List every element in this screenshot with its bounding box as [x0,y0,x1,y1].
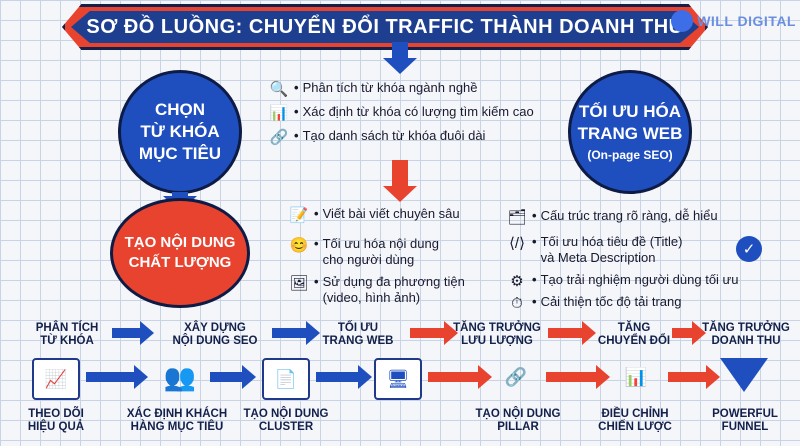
audience-icon: 👥 [163,361,197,392]
flow-arrow [86,365,148,389]
code-icon: ⟨/⟩ [509,235,525,252]
list-item-text: Cấu trúc trang rõ ràng, dễ hiểu [540,208,718,223]
list-item-text: Tạo trải nghiệm người dùng tối ưu [540,272,739,287]
list-item-text: Viết bài viết chuyên sâu [322,206,460,221]
sitemap-icon: 🗂 [507,209,527,226]
cluster-doc-icon: 📄 [262,358,310,400]
brand-logo: WILL DIGITAL [671,10,796,32]
content-list: 📝• Viết bài viết chuyên sâu 😊• Tối ưu hó… [288,204,498,314]
smiley-icon: 😊 [289,237,309,254]
list-item: 😊• Tối ưu hóa nội dung cho người dùng [289,236,439,267]
flow-arrow [410,321,458,345]
flow-arrow [316,365,372,389]
flow-arrow [672,321,706,345]
flow-arrow [112,321,154,345]
list-item-text: Tối ưu hóa nội dung [322,236,439,251]
circle-keyword-line3: MỤC TIÊU [138,144,222,163]
growth-chart-icon: 📈 [32,358,80,400]
title-banner: SƠ ĐỒ LUỒNG: CHUYỂN ĐỔI TRAFFIC THÀNH DO… [62,4,708,50]
page-title: SƠ ĐỒ LUỒNG: CHUYỂN ĐỔI TRAFFIC THÀNH DO… [86,15,684,38]
media-icon: 🖼 [289,275,309,292]
circle-keyword-target: CHỌN TỪ KHÓA MỤC TIÊU [118,70,242,194]
circle-content-line2: CHẤT LƯỢNG [128,254,232,271]
strategy-chart-icon: 📊 [624,366,648,387]
logo-text: WILL DIGITAL [697,13,796,29]
arrow-down-center [383,160,417,202]
circle-onpage-line3: (On-page SEO) [587,148,673,162]
web-page-icon: 🖥 [374,358,422,400]
arrow-down-top [383,42,417,74]
list-item-text: cho người dùng [322,252,415,267]
flow-arrow [428,365,492,389]
list-item-text: Tối ưu hóa tiêu đề (Title) [540,234,683,249]
list-item-text: Tạo danh sách từ khóa đuôi dài [302,128,486,143]
flow-arrow [546,365,610,389]
onpage-list: 🗂• Cấu trúc trang rõ ràng, dễ hiểu ⟨/⟩• … [506,206,776,318]
edit-icon: 📝 [289,207,309,224]
circle-onpage-seo: TỐI ƯU HÓA TRANG WEB (On-page SEO) [568,70,692,194]
list-item: 🖼• Sử dụng đa phương tiện (video, hình ả… [289,274,465,305]
circle-onpage-line1: TỐI ƯU HÓA [579,102,681,121]
list-item: 🗂• Cấu trúc trang rõ ràng, dễ hiểu [507,208,718,226]
bar-chart-icon: 📊 [269,105,289,122]
list-item-text: Sử dụng đa phương tiện [322,274,465,289]
list-item: 🔗• Tạo danh sách từ khóa đuôi dài [269,128,486,146]
pillar-diagram-icon: 🔗 [504,366,528,387]
circle-content-line1: TẠO NỘI DUNG [124,234,236,251]
list-item-text: và Meta Description [540,250,656,265]
checkmark-icon: ✓ [736,236,762,262]
keyword-list: 🔍• Phân tích từ khóa ngành nghề 📊• Xác đ… [268,76,558,166]
circle-keyword-line2: TỪ KHÓA [140,122,220,141]
circle-keyword-line1: CHỌN [154,100,206,119]
flow-arrow [272,321,320,345]
list-item-text: Phân tích từ khóa ngành nghề [302,80,478,95]
speed-icon: ⏱ [511,295,523,312]
list-item-text: Xác định từ khóa có lượng tìm kiếm cao [302,104,534,119]
list-item: 🔍• Phân tích từ khóa ngành nghề [269,80,478,98]
list-item-text: (video, hình ảnh) [322,290,421,305]
link-icon: 🔗 [269,129,289,146]
gear-icon: ⚙ [510,273,524,290]
list-item: 📊• Xác định từ khóa có lượng tìm kiếm ca… [269,104,534,122]
magnifier-doc-icon: 🔍 [269,81,289,98]
logo-icon [671,10,694,32]
flow-arrow [210,365,256,389]
list-item: ⏱• Cải thiện tốc độ tải trang [506,294,681,314]
circle-quality-content: TẠO NỘI DUNG CHẤT LƯỢNG [110,198,250,308]
circle-onpage-line2: TRANG WEB [577,124,683,143]
list-item-text: Cải thiện tốc độ tải trang [540,294,682,309]
list-item: ⟨/⟩• Tối ưu hóa tiêu đề (Title) và Meta … [506,234,682,266]
funnel-icon [720,358,768,392]
flow-arrow [548,321,596,345]
list-item: ⚙• Tạo trải nghiệm người dùng tối ưu [506,272,739,292]
list-item: 📝• Viết bài viết chuyên sâu [289,206,460,224]
flow-arrow [668,365,720,389]
